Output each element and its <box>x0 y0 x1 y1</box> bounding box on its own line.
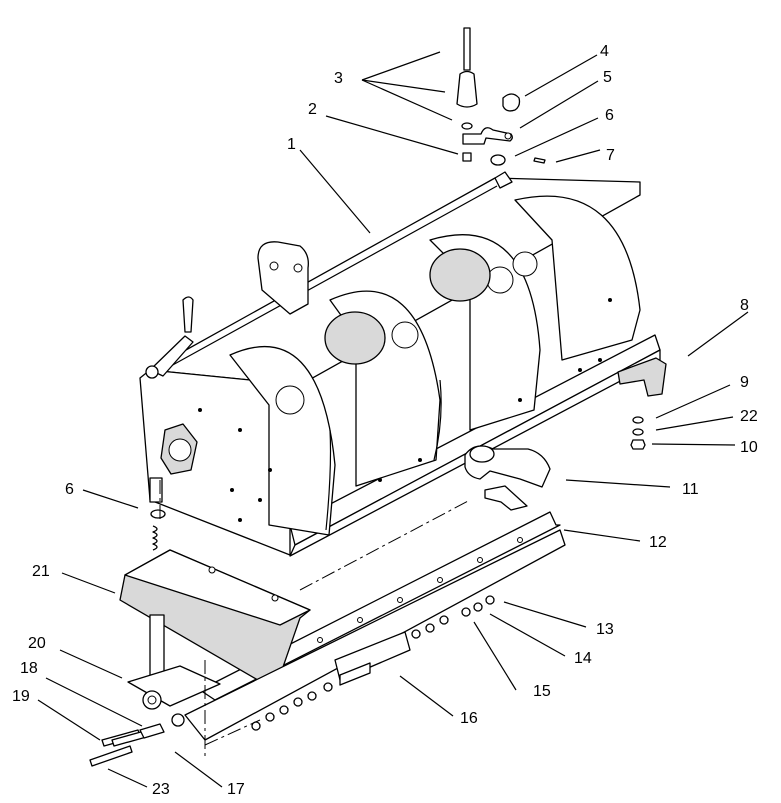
frame-rivets <box>198 298 612 522</box>
callout-4: 4 <box>600 43 609 60</box>
rotor-housing-1 <box>229 345 336 536</box>
callout-6-top: 6 <box>605 107 614 124</box>
pin-part <box>533 157 546 164</box>
callout-14: 14 <box>574 650 592 667</box>
leader-lines <box>37 51 749 788</box>
callout-12: 12 <box>649 534 667 551</box>
callout-1: 1 <box>287 136 296 153</box>
callout-8: 8 <box>740 297 749 314</box>
callout-13: 13 <box>596 621 614 638</box>
callout-21: 21 <box>32 563 50 580</box>
callout-11: 11 <box>682 481 699 498</box>
callout-7: 7 <box>606 147 615 164</box>
washer-part <box>490 154 506 166</box>
callout-23: 23 <box>152 781 170 798</box>
bolt-set <box>89 713 185 767</box>
callout-10: 10 <box>740 439 758 456</box>
alignment-lines <box>159 480 471 760</box>
rotor-housing-3 <box>429 234 541 431</box>
callout-9: 9 <box>740 374 749 391</box>
roller-support <box>127 509 221 710</box>
lower-plate <box>184 529 566 741</box>
callout-3: 3 <box>334 70 343 87</box>
washer-right <box>632 416 644 424</box>
callout-2: 2 <box>308 101 317 118</box>
fastener-row <box>251 595 495 731</box>
callout-16: 16 <box>460 710 478 727</box>
callout-18: 18 <box>20 660 38 677</box>
support-bracket <box>464 445 551 488</box>
callout-17: 17 <box>227 781 245 798</box>
callout-19: 19 <box>12 688 30 705</box>
clip-part <box>502 93 521 112</box>
nut-right <box>630 439 646 450</box>
callout-15: 15 <box>533 683 551 700</box>
callout-20: 20 <box>28 635 46 652</box>
rotor-housing-4 <box>324 195 641 365</box>
callout-5: 5 <box>603 69 612 86</box>
lever-bracket <box>462 127 513 145</box>
callout-labels: 1 2 3 4 5 6 7 8 9 22 10 6 11 12 13 14 15… <box>12 43 758 798</box>
skid-bar <box>199 511 561 701</box>
small-bracket <box>484 485 528 511</box>
lockwasher-right <box>632 428 644 436</box>
knob-bolt-assembly <box>456 27 478 162</box>
callout-6-left: 6 <box>65 481 74 498</box>
callout-22: 22 <box>740 408 758 425</box>
deflector-shield <box>119 549 311 691</box>
